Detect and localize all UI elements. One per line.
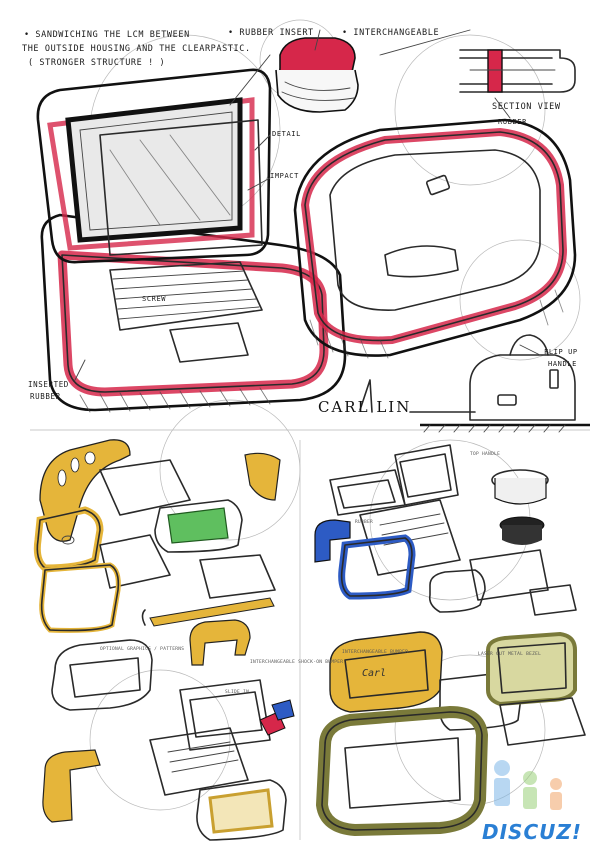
section-view-detail: [459, 49, 576, 119]
sketch-panel-blue: [314, 444, 577, 616]
panel-yellow-note-slide-in: SLIDE IN: [225, 690, 250, 695]
rubber-insert-detail: [275, 37, 359, 113]
note-detail: DETAIL: [272, 130, 301, 138]
note-screw: SCREW: [142, 295, 167, 303]
note-impact: IMPACT: [270, 172, 299, 180]
note-flip-up-1: FLIP UP: [544, 348, 578, 356]
sketch-panel-yellow-red: [42, 619, 295, 841]
panel-yellow-note-bumper: INTERCHANGEABLE SHOCK-ON BUMPER: [250, 660, 344, 665]
note-inserted-rubber-1: INSERTED: [28, 380, 69, 389]
flip-up-handle-sketch: [420, 334, 590, 433]
note-inserted-rubber-2: RUBBER: [30, 392, 61, 401]
panel-olive-note-bumper: INTERCHANGEABLE BUMPER: [342, 650, 409, 655]
leader-lines: [74, 29, 541, 381]
watermark-logo: DISCUZ!: [482, 820, 582, 844]
sketch-panel-yellow-green: [33, 439, 281, 633]
note-rubber: RUBBER: [498, 118, 527, 126]
note-sandwich-line2: THE OUTSIDE HOUSING AND THE CLEARPASTIC.: [22, 44, 251, 54]
note-section-view: SECTION VIEW: [492, 102, 561, 112]
note-interchangeable: • INTERCHANGEABLE: [342, 28, 440, 38]
panel-yellow-note-graphics: OPTIONAL GRAPHICS / PATTERNS: [100, 647, 185, 652]
keyboard-rows: [112, 270, 260, 320]
closed-laptop-main: [293, 118, 577, 359]
panel-olive-note-bezel: LASER CUT METAL BEZEL: [478, 652, 542, 657]
open-laptop-main: [36, 68, 347, 413]
note-flip-up-2: HANDLE: [548, 360, 577, 368]
note-rubber-insert: • RUBBER INSERT: [228, 28, 314, 38]
signature-stroke: [359, 379, 476, 413]
sketch-panel-olive: [315, 631, 586, 837]
note-sandwich-line3: ( STRONGER STRUCTURE ! ): [28, 58, 166, 68]
panel-olive-logo: Carl: [362, 668, 387, 679]
panel-blue-note-top-handle: TOP HANDLE: [470, 452, 501, 457]
watermark-figures: [494, 760, 562, 810]
note-sandwich-line1: • SANDWICHING THE LCM BETWEEN: [24, 30, 190, 40]
panel-blue-note-rubber: RUBBER: [355, 520, 374, 525]
signature: CARL LIN: [318, 398, 412, 416]
